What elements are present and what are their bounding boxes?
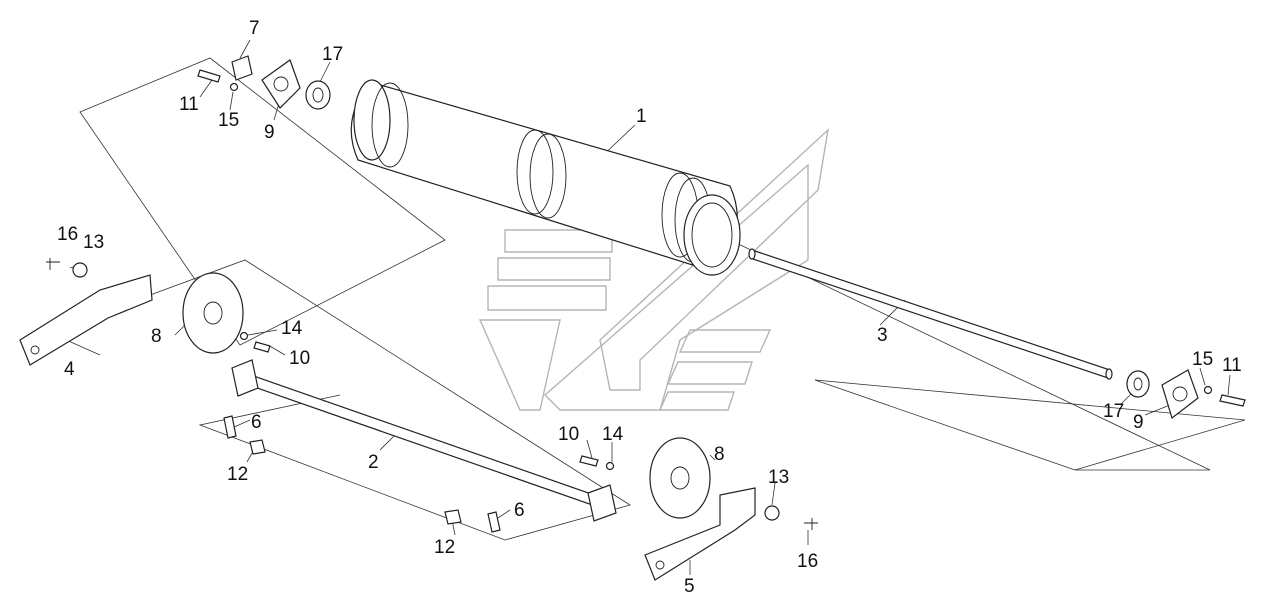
part-14-washer-left: [239, 331, 249, 341]
callout-13-left: 13: [83, 232, 104, 253]
part-5-bracket: [644, 487, 756, 581]
callout-6-right: 6: [514, 500, 525, 521]
callout-12-right: 12: [434, 537, 455, 558]
callout-13-right: 13: [768, 467, 789, 488]
callout-3: 3: [877, 325, 888, 346]
part-13-nut-right: [764, 505, 780, 521]
part-15-washer-left: [229, 82, 239, 92]
part-17-bearing-left: [305, 80, 331, 110]
part-12-bolt-right: [444, 509, 462, 525]
part-13-nut-left: [72, 262, 88, 278]
callout-9-left: 9: [264, 122, 275, 143]
part-6-clip-right: [487, 511, 501, 533]
callout-16-left: 16: [57, 224, 78, 245]
callout-9-right: 9: [1133, 412, 1144, 433]
part-8-pulley-right: [649, 437, 711, 519]
part-4-bracket: [19, 274, 153, 366]
callout-2: 2: [368, 452, 379, 473]
part-16-pin-right: [804, 518, 818, 530]
callout-12-left: 12: [227, 464, 248, 485]
callout-6-left: 6: [251, 412, 262, 433]
callout-15-left: 15: [218, 110, 239, 131]
callout-8-right: 8: [714, 444, 725, 465]
callout-1: 1: [636, 106, 647, 127]
callout-11-right: 11: [1222, 355, 1242, 376]
callout-15-right: 15: [1192, 349, 1213, 370]
callout-14-right: 14: [602, 424, 624, 445]
part-1-drum-tube: [350, 79, 741, 276]
part-9-flange-left: [261, 59, 301, 109]
callout-labels: 7 17 11 15 9 1 16 13 8 14 10 4 3 15 11 1…: [57, 18, 1242, 597]
callout-14-left: 14: [281, 318, 303, 339]
part-10-bolt-left: [253, 341, 271, 353]
callout-7: 7: [249, 18, 260, 39]
part-8-pulley-left: [182, 272, 244, 354]
part-17-bearing-right: [1126, 370, 1150, 398]
watermark-logo: [478, 128, 830, 411]
callout-10-left: 10: [289, 348, 310, 369]
part-14-washer-right: [605, 461, 615, 471]
part-7-bushing: [231, 55, 253, 81]
part-12-bolt-left: [249, 439, 266, 455]
callout-11-left: 11: [179, 94, 199, 115]
callout-4: 4: [64, 359, 75, 380]
part-6-clip-left: [223, 415, 237, 439]
callout-17-right: 17: [1103, 401, 1124, 422]
callout-10-right: 10: [558, 424, 579, 445]
assembly-plane-outlines: [79, 57, 1246, 541]
part-11-bolt-left: [197, 69, 221, 83]
part-9-flange-right: [1161, 369, 1199, 420]
callout-16-right: 16: [797, 551, 818, 572]
part-15-washer-right: [1203, 385, 1213, 395]
part-11-bolt-right: [1219, 394, 1246, 407]
part-2-shaft: [231, 359, 617, 522]
callout-8-left: 8: [151, 326, 162, 347]
callout-5: 5: [684, 576, 695, 597]
part-3-shaft: [748, 248, 1113, 380]
part-10-bolt-right: [579, 455, 599, 467]
callout-17-top: 17: [322, 44, 343, 65]
part-16-pin-left: [46, 258, 60, 270]
